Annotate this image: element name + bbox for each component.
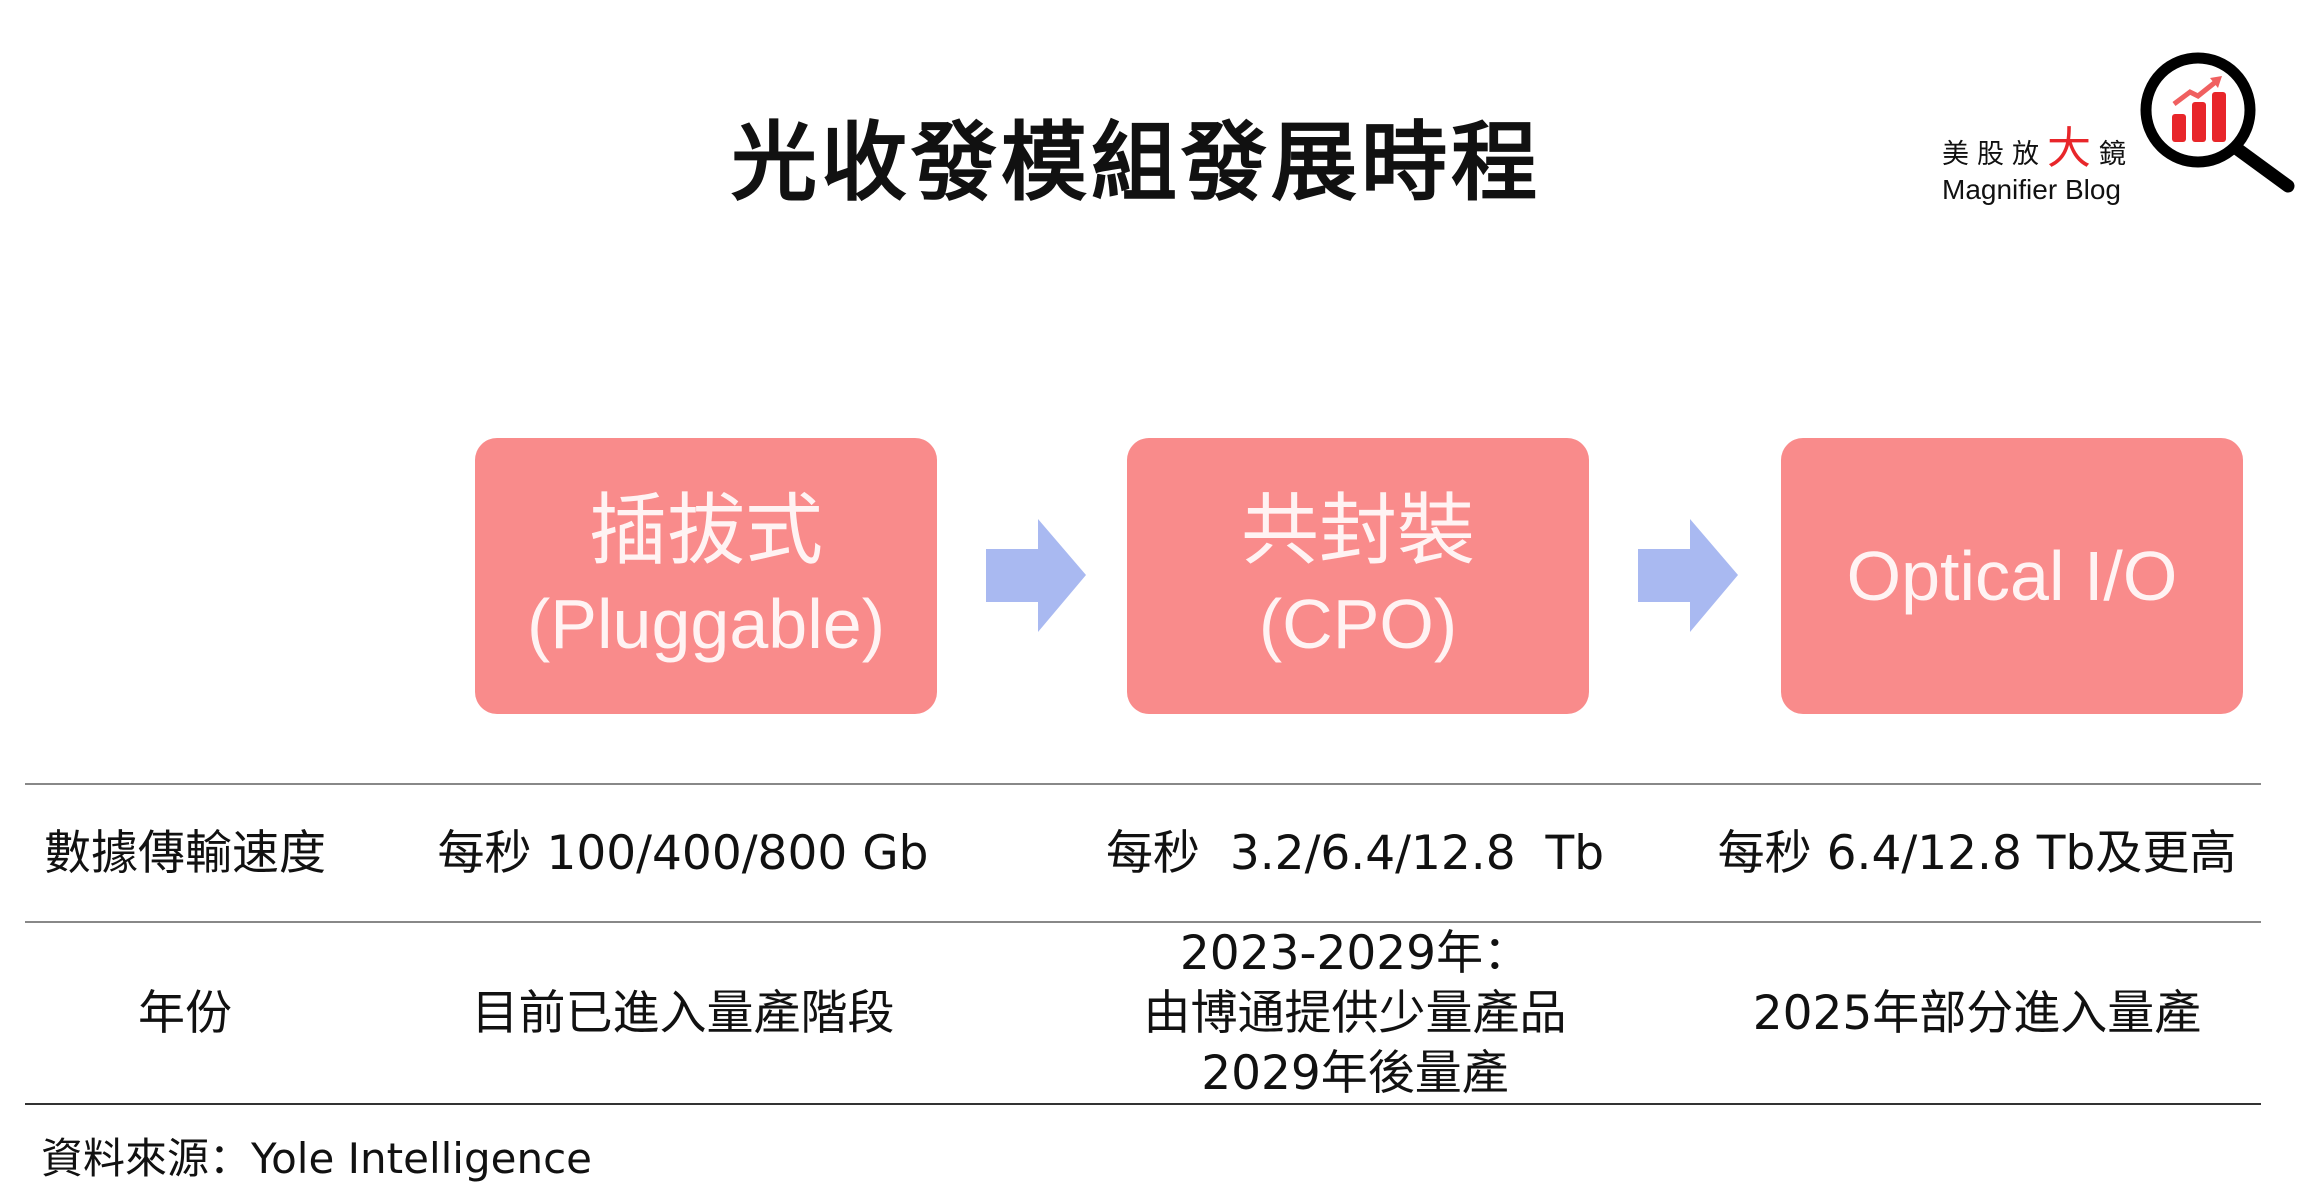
page-title: 光收發模組發展時程 [731,113,1541,213]
year-pluggable: 目前已進入量產階段 [471,986,895,1041]
speed-pluggable: 每秒 100/400/800 Gb [437,826,929,881]
stage-zh: 共封裝 [1240,486,1475,576]
stage-pluggable: 插拔式 (Pluggable) [475,438,937,714]
year-cpo-line: 由博通提供少量產品 [1143,986,1567,1041]
source-note: 資料來源：Yole Intelligence [41,1134,593,1183]
logo-zh-1: 美股放 [1942,139,2047,170]
arrow-right-icon [986,519,1086,632]
year-optical-io: 2025年部分進入量產 [1752,986,2202,1041]
stage-en: Optical I/O [1846,537,2178,615]
stage-cpo: 共封裝 (CPO) [1127,438,1589,714]
year-cpo-line: 2023-2029年： [1179,926,1531,981]
row-label-year: 年份 [138,986,232,1041]
divider [25,1103,2261,1105]
stage-en: (CPO) [1258,585,1458,663]
arrow-right-icon [1638,519,1738,632]
logo-zh-2: 大 [2047,123,2099,174]
stage-optical-io: Optical I/O [1781,438,2243,714]
logo-en: Magnifier Blog [1942,174,2121,205]
stage-en: (Pluggable) [527,585,885,663]
speed-optical-io: 每秒 6.4/12.8 Tb及更高 [1717,826,2237,881]
speed-cpo: 每秒 3.2/6.4/12.8 Tb [1105,826,1605,881]
divider [25,921,2261,923]
divider [25,783,2261,785]
year-cpo: 2023-2029年： 由博通提供少量產品 2029年後量產 [1035,924,1675,1104]
logo-zh-3: 鏡 [2099,139,2134,170]
row-label-speed: 數據傳輸速度 [44,826,326,881]
magnifier-chart-icon [2140,52,2295,193]
stage-zh: 插拔式 [588,486,823,576]
year-cpo-line: 2029年後量產 [1201,1046,1509,1101]
